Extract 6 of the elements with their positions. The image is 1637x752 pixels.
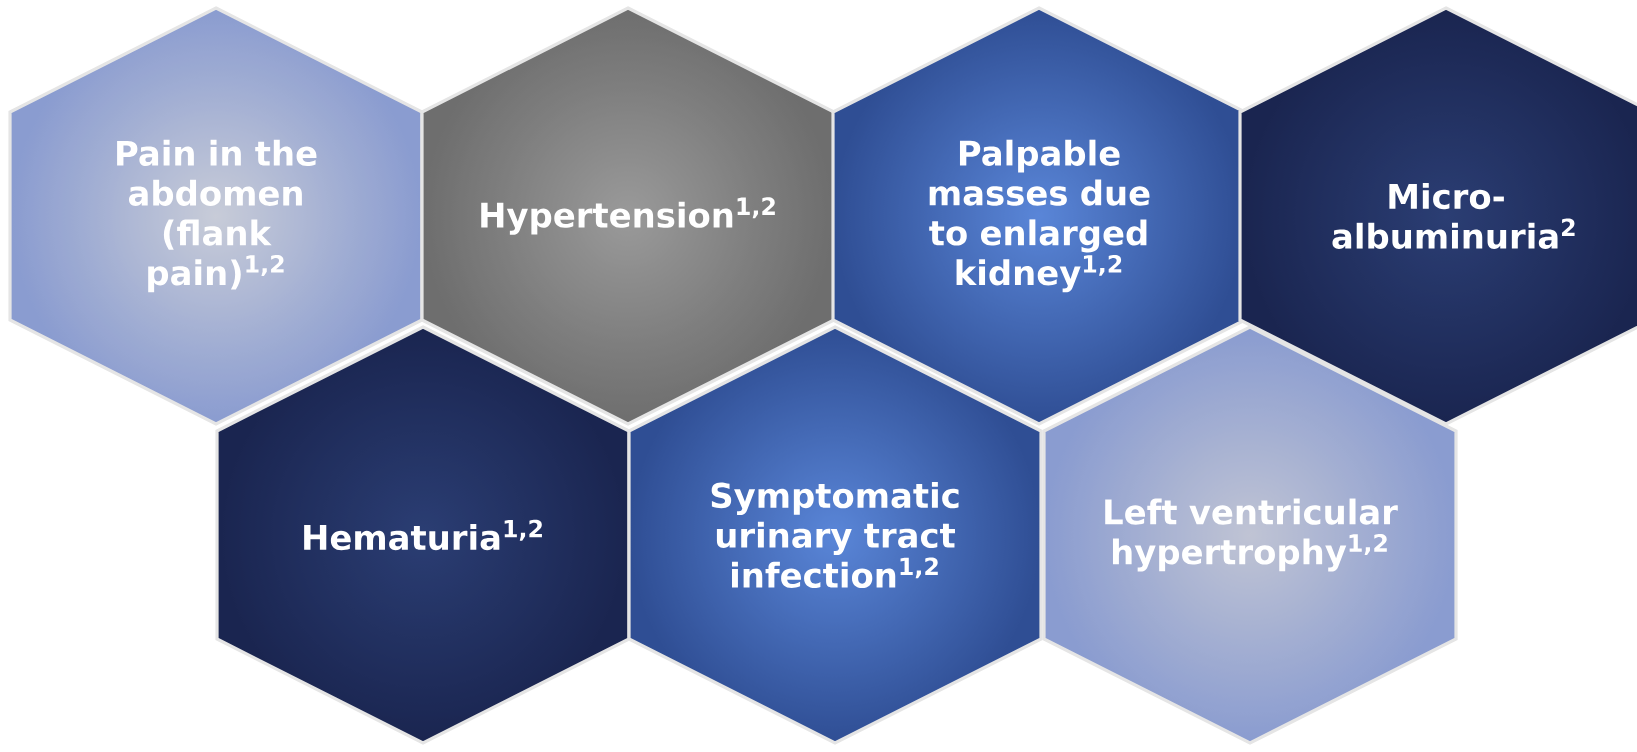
hexagon: Hematuria$^{1,2}$ xyxy=(215,325,631,745)
hexagon: Symptomatic urinary tract infection$^{1,2}$ xyxy=(627,325,1043,745)
hexagon: Hypertension$^{1,2}$ xyxy=(420,6,836,426)
hexagon: Micro-albuminuria$^{2}$ xyxy=(1238,6,1637,426)
hexagon: Left ventricular hypertrophy$^{1,2}$ xyxy=(1042,325,1458,745)
hexagon: Pain in the abdomen (flank pain)$^{1,2}$ xyxy=(8,6,424,426)
